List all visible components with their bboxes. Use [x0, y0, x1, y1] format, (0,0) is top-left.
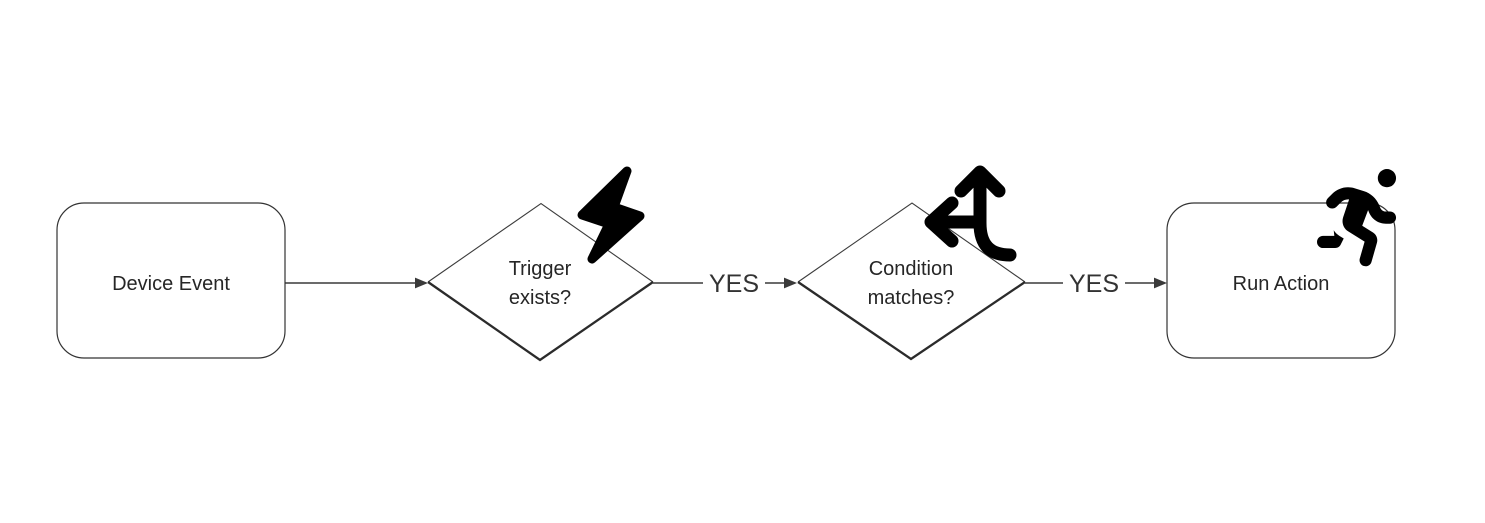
edge-label-yes: YES [709, 270, 759, 298]
arrowhead-icon [1154, 277, 1167, 289]
edge-label-background [1063, 263, 1125, 301]
device-event-label: Device Event [112, 273, 230, 295]
condition-matches-label-line2: matches? [868, 287, 955, 309]
edge-label-background [703, 263, 765, 301]
trigger-exists-label-line2: exists? [509, 287, 571, 309]
condition-matches-border-bottom [797, 281, 1026, 361]
trigger-exists-border-bottom [427, 281, 654, 362]
node-condition-matches: Condition matches? [797, 202, 1026, 361]
edge-label-yes: YES [1069, 270, 1119, 298]
edge-condition-to-run-action: YES [1025, 263, 1167, 301]
lightning-bolt-icon [577, 166, 645, 264]
arrowhead-icon [784, 277, 797, 289]
condition-matches-shape [798, 203, 1025, 359]
edge-device-event-to-trigger [285, 277, 428, 289]
arrowhead-icon [415, 277, 428, 289]
condition-matches-label-line1: Condition [869, 258, 954, 280]
trigger-exists-label-line1: Trigger [509, 258, 572, 280]
person-running-icon [1317, 169, 1397, 267]
node-device-event: Device Event [56, 202, 286, 359]
device-event-shape [56, 202, 286, 359]
split-arrows-icon [924, 165, 1017, 262]
run-action-label: Run Action [1233, 273, 1330, 295]
edge-trigger-to-condition: YES [653, 263, 797, 301]
trigger-exists-border-top [427, 202, 654, 283]
